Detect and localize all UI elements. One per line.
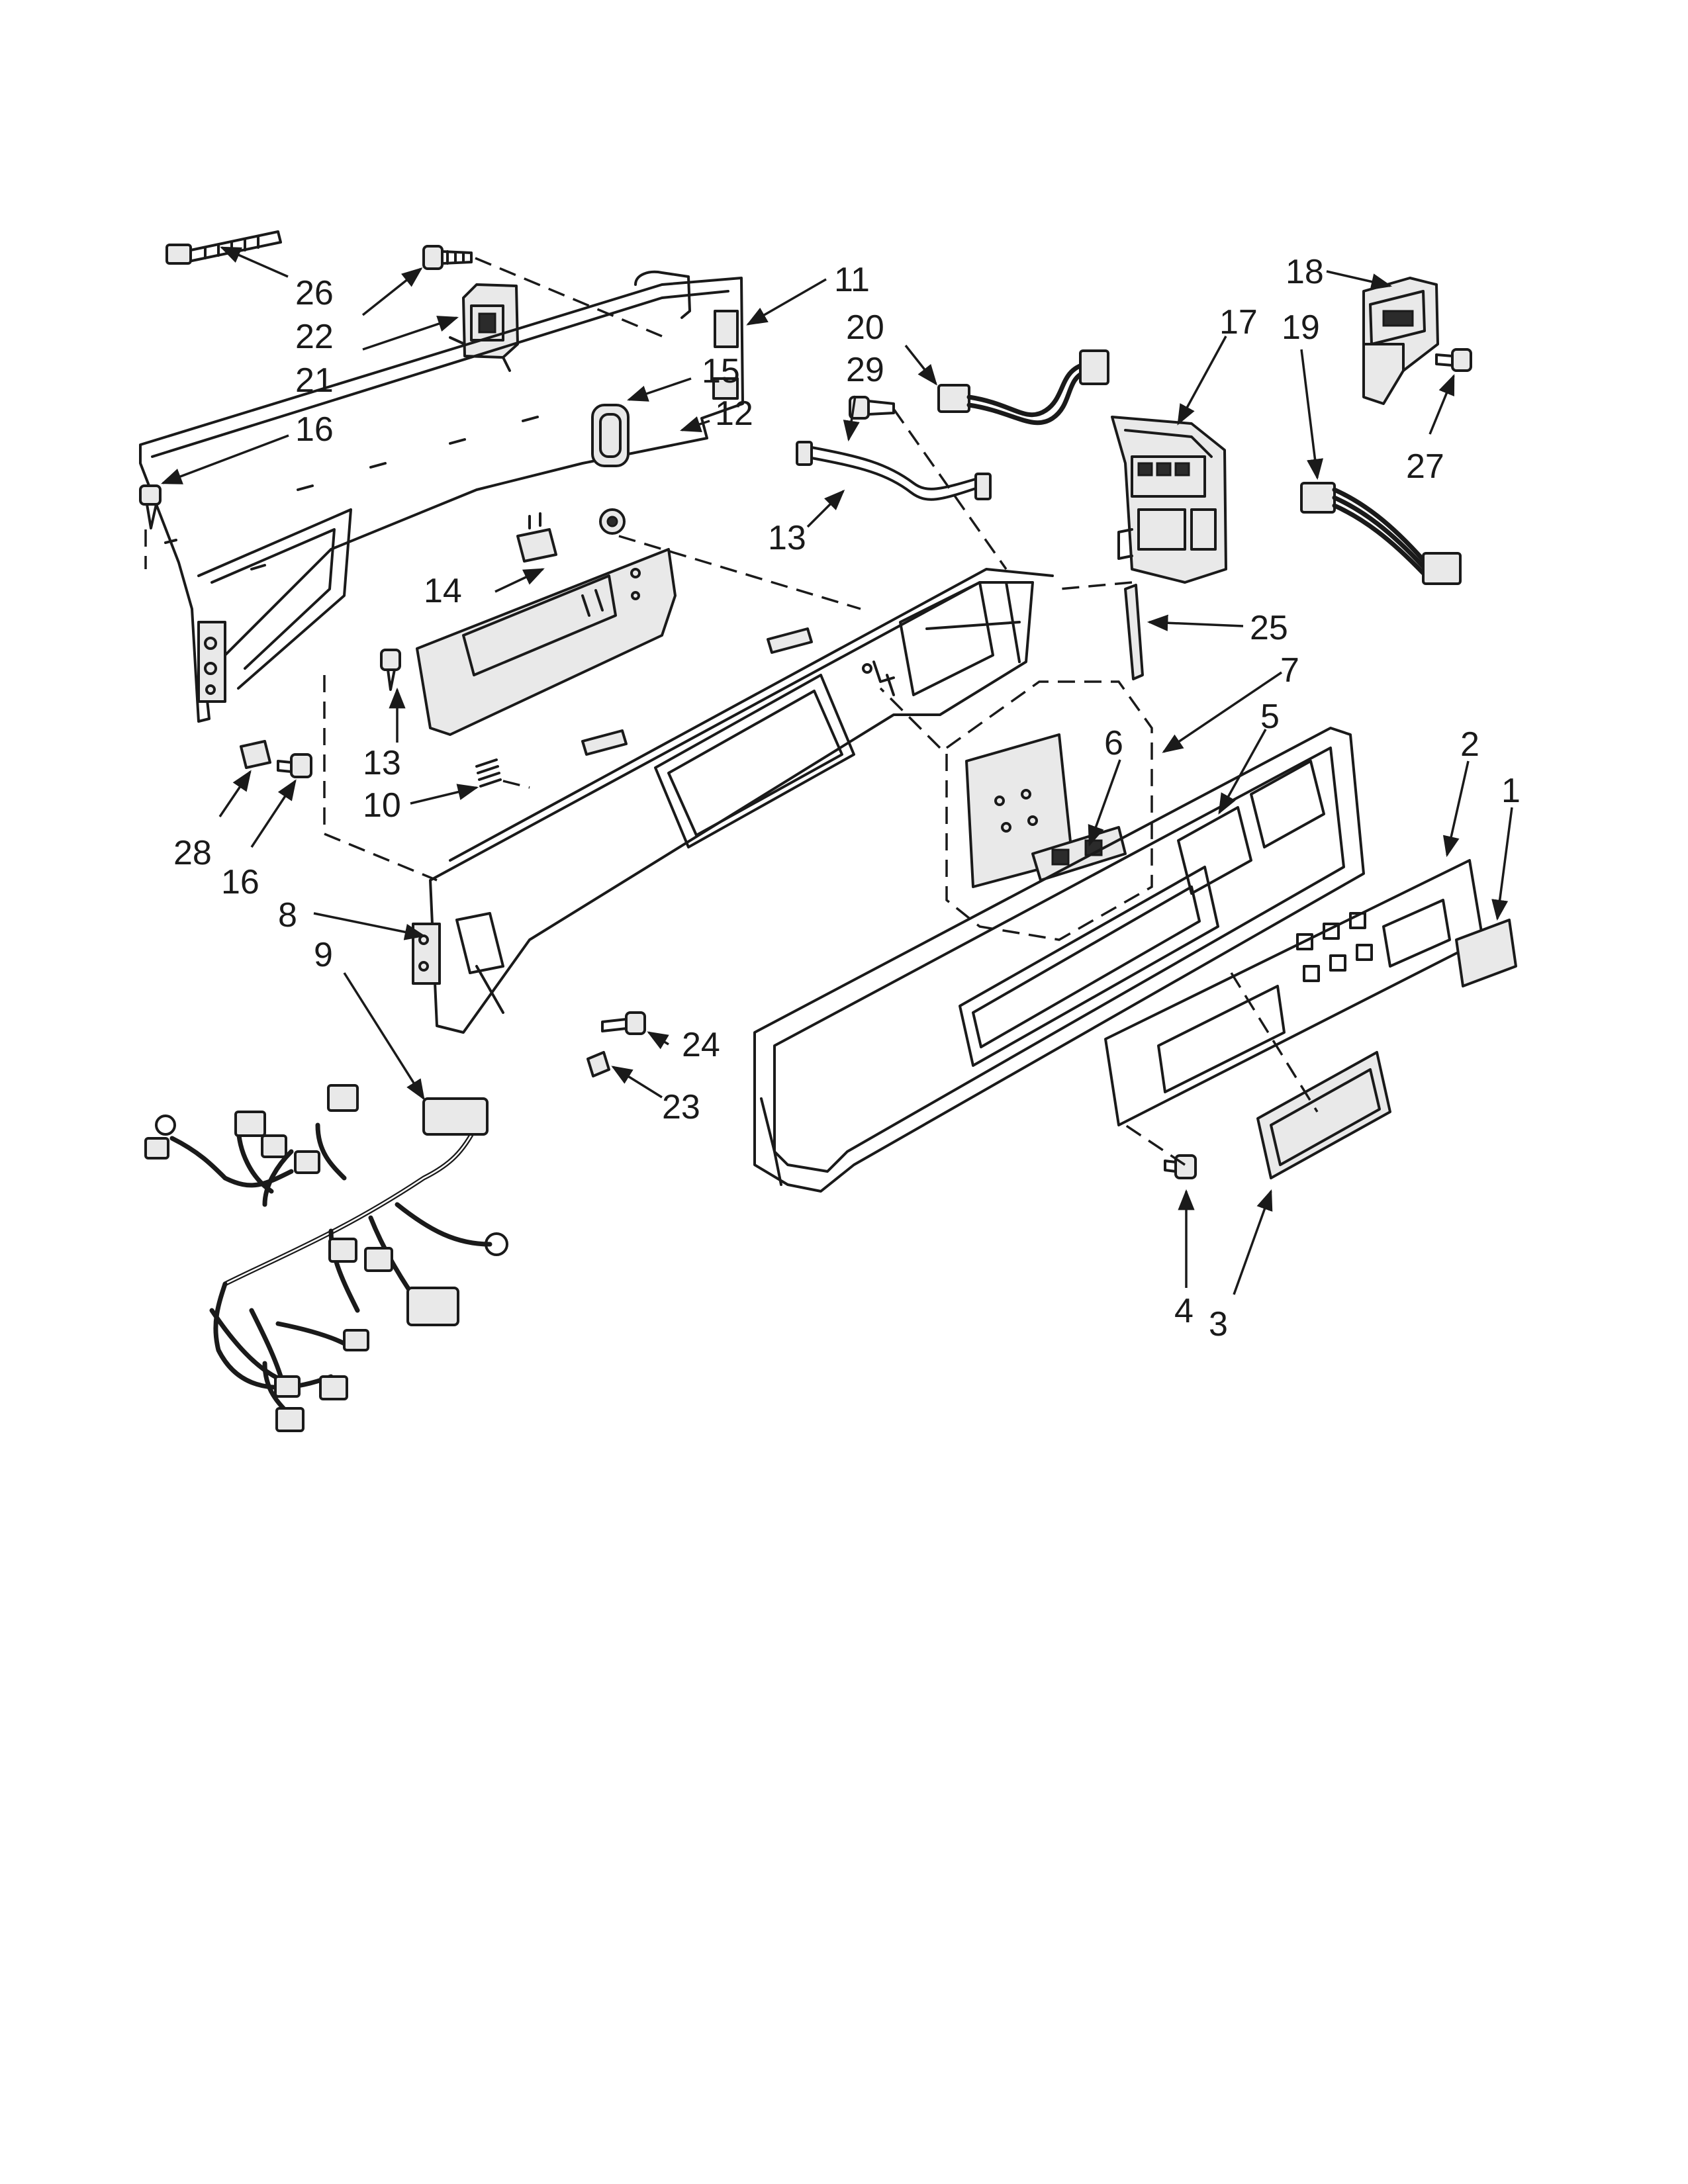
part-3-display-lens [1256, 1051, 1391, 1179]
part-28-pad [240, 740, 271, 769]
part-13-screw-upper [849, 396, 895, 420]
callout-22: 22 [295, 318, 334, 356]
part-20-jumper-wire [937, 349, 1109, 426]
part-25-strip [1124, 584, 1144, 680]
part-21-transformer [449, 283, 519, 372]
callout-1: 1 [1501, 772, 1521, 810]
callout-29: 29 [846, 351, 884, 389]
part-10-spring [475, 758, 502, 788]
callout-3: 3 [1209, 1305, 1228, 1343]
part-2-overlay [1104, 859, 1484, 1126]
part-24-screw [601, 1011, 646, 1035]
callout-24: 24 [682, 1026, 720, 1064]
part-4-screw [1164, 1154, 1197, 1179]
part-19-wire-harness [1300, 482, 1462, 585]
callout-23: 23 [662, 1088, 700, 1126]
part-5-console-panel [753, 727, 1365, 1193]
part-13-screw-lower [380, 649, 401, 691]
part-18-display-housing [1362, 277, 1439, 405]
callout-28: 28 [173, 834, 212, 872]
part-23-clip [586, 1051, 610, 1077]
part-17-control-board [1111, 416, 1227, 584]
callout-20: 20 [846, 308, 884, 347]
alignment-lines [144, 257, 1319, 1166]
callout-12: 12 [715, 394, 753, 433]
part-12-interface-board [416, 548, 677, 736]
callout-21: 21 [295, 361, 334, 400]
part-29-ribbon-cable [796, 441, 992, 501]
callout-11: 11 [834, 261, 870, 299]
part-14-connector [516, 512, 557, 563]
part-16-screw-upper [139, 484, 162, 529]
part-1-end-cap [1455, 919, 1517, 987]
callout-15: 15 [702, 352, 740, 390]
part-11-mounting-bracket [139, 271, 744, 723]
callout-18: 18 [1286, 253, 1324, 291]
part-9-main-wire-harness [144, 1084, 508, 1432]
callout-14: 14 [424, 572, 462, 610]
callout-16-upper: 16 [295, 410, 334, 449]
callout-16-lower: 16 [221, 863, 259, 901]
callout-17: 17 [1219, 303, 1258, 341]
callout-9: 9 [314, 936, 333, 974]
callout-4: 4 [1174, 1292, 1194, 1330]
callout-10: 10 [363, 786, 401, 825]
callout-6: 6 [1104, 724, 1123, 762]
callout-2: 2 [1460, 725, 1479, 764]
callout-26: 26 [295, 274, 334, 312]
part-27-screw [1435, 348, 1472, 372]
callout-19: 19 [1282, 308, 1320, 347]
part-8-console-frame [412, 568, 1054, 1034]
part-15-nut [599, 508, 626, 535]
callout-labels: 26 22 21 16 11 20 29 18 17 19 27 15 12 1… [173, 253, 1521, 1343]
callout-13-lower: 13 [363, 744, 401, 782]
callout-5: 5 [1260, 698, 1280, 736]
callout-27: 27 [1406, 447, 1444, 486]
part-7-switch-assembly [945, 680, 1153, 941]
callout-7: 7 [1280, 651, 1299, 690]
part-16-screw-lower [277, 753, 312, 778]
callout-8: 8 [278, 896, 297, 934]
callout-25: 25 [1250, 609, 1288, 647]
leader-arrows [161, 246, 1513, 1295]
callout-13-upper: 13 [768, 519, 806, 557]
part-22-screw [422, 245, 473, 270]
